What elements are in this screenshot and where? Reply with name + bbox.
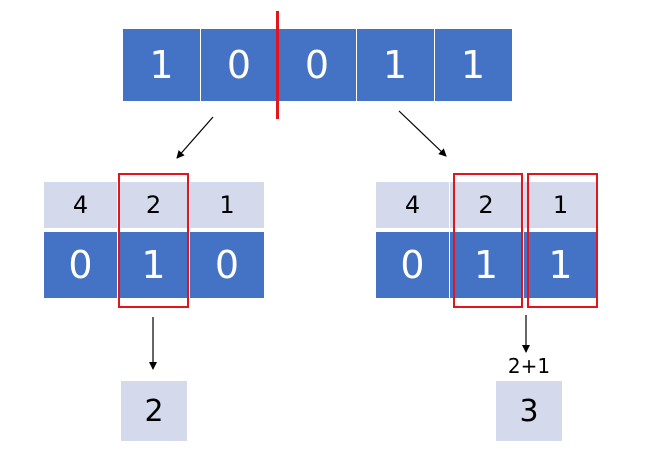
bit-value: 1 <box>548 243 573 287</box>
result-value: 3 <box>519 393 539 429</box>
bit-value: 1 <box>141 243 166 287</box>
arrow-to-right-group <box>398 110 447 157</box>
cell-divider <box>200 29 201 101</box>
weight-cell: 2 <box>450 182 522 228</box>
top-bit-cell: 0 <box>278 29 356 101</box>
arrow-to-left-group <box>176 116 214 159</box>
weight-cell: 1 <box>524 182 597 228</box>
weight-value: 2 <box>478 191 494 219</box>
sum-label: 2+1 <box>507 354 551 378</box>
bit-cell: 0 <box>376 232 449 298</box>
top-bit-cell: 0 <box>200 29 278 101</box>
bit-value: 0 <box>400 243 425 287</box>
top-bit-value: 0 <box>226 43 252 87</box>
bit-cell: 1 <box>524 232 597 298</box>
weight-value: 1 <box>219 191 235 219</box>
bit-value: 0 <box>214 243 240 287</box>
weight-cell: 1 <box>190 182 264 228</box>
result-value: 2 <box>144 393 164 429</box>
cell-divider <box>434 29 435 101</box>
highlight-box <box>527 173 598 308</box>
top-bit-value: 0 <box>304 43 330 87</box>
bit-value: 0 <box>68 243 93 287</box>
result-box: 3 <box>496 381 562 441</box>
top-bit-cell: 1 <box>356 29 434 101</box>
top-bit-value: 1 <box>382 43 408 87</box>
split-marker <box>276 11 279 119</box>
top-bit-cell: 1 <box>434 29 512 101</box>
weight-value: 1 <box>552 191 569 219</box>
highlight-box <box>118 173 189 308</box>
top-bit-cell: 1 <box>123 29 200 101</box>
bit-cell: 0 <box>190 232 264 298</box>
weight-value: 4 <box>404 191 421 219</box>
top-bit-value: 1 <box>460 43 486 87</box>
highlight-box <box>453 173 523 308</box>
bit-cell: 1 <box>118 232 189 298</box>
bit-cell: 0 <box>44 232 117 298</box>
top-bit-value: 1 <box>149 43 174 87</box>
weight-cell: 2 <box>118 182 189 228</box>
bit-cell: 1 <box>450 232 522 298</box>
weight-cell: 4 <box>376 182 449 228</box>
weight-cell: 4 <box>44 182 117 228</box>
weight-value: 2 <box>145 191 162 219</box>
bit-value: 1 <box>473 243 499 287</box>
weight-value: 4 <box>72 191 89 219</box>
result-box: 2 <box>121 381 187 441</box>
cell-divider <box>356 29 357 101</box>
